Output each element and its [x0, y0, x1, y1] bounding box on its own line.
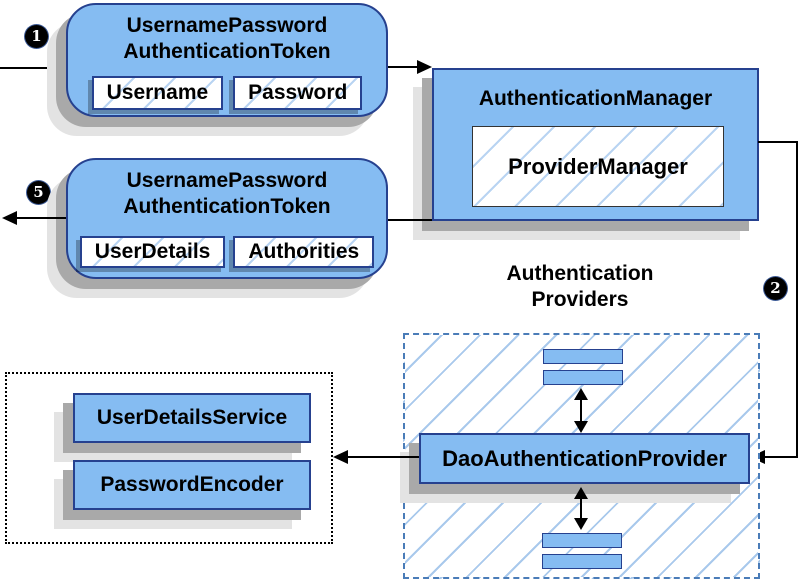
providers-group-label-line1: Authentication [506, 262, 654, 285]
dao-top-arrowhead-up [574, 388, 588, 400]
token-request-title-line2: AuthenticationToken [123, 40, 331, 63]
password-field-box: Password [233, 76, 363, 110]
dao-bottom-arrowhead-down [574, 518, 588, 530]
request-to-manager-arrowhead [417, 60, 432, 74]
userdetails-field-box: UserDetails [79, 236, 226, 268]
password-encoder-label: PasswordEncoder [100, 473, 284, 496]
token-response-title-line1: UsernamePassword [126, 169, 328, 192]
authorities-field-box: Authorities [233, 236, 375, 268]
provider-manager-box: ProviderManager [472, 126, 724, 207]
username-password-token-request-node: UsernamePassword AuthenticationToken Use… [66, 3, 388, 117]
request-to-manager-line [388, 66, 417, 68]
manager-to-dao-line-top [758, 141, 798, 143]
manager-to-dao-line-bottom [765, 456, 798, 458]
user-details-service-node: UserDetailsService [73, 393, 311, 443]
provider-placeholder-bar-top-2 [543, 370, 623, 385]
request-in-line [0, 67, 66, 69]
token-response-title-line2: AuthenticationToken [123, 195, 331, 218]
dao-to-collaborators-arrowhead [333, 450, 348, 464]
username-field-box: Username [91, 76, 224, 110]
dao-to-collaborators-line [348, 456, 419, 458]
step-1-badge: 1 [25, 25, 48, 48]
user-details-service-label: UserDetailsService [96, 406, 288, 429]
token-response-title: UsernamePassword AuthenticationToken [68, 160, 386, 220]
token-request-title: UsernamePassword AuthenticationToken [68, 5, 386, 65]
dao-bottom-double-arrow-line [580, 497, 582, 520]
provider-placeholder-bar-bottom-2 [542, 554, 622, 569]
dao-top-arrowhead-down [574, 421, 588, 433]
providers-group-label-line2: Providers [531, 288, 629, 311]
provider-placeholder-bar-bottom-1 [542, 533, 622, 548]
token-response-fields: UserDetails Authorities [68, 236, 386, 268]
step-2-badge: 2 [764, 277, 787, 300]
manager-to-dao-line-vertical [796, 141, 798, 458]
provider-manager-label: ProviderManager [508, 153, 688, 179]
dao-authentication-provider-node: DaoAuthenticationProvider [419, 433, 750, 484]
provider-placeholder-bar-top-1 [543, 349, 623, 364]
password-encoder-node: PasswordEncoder [73, 460, 311, 510]
dao-bottom-arrowhead-up [574, 487, 588, 499]
response-out-arrowhead [2, 211, 17, 225]
token-request-fields: Username Password [68, 76, 386, 110]
manager-to-response-line [386, 219, 432, 221]
dao-top-double-arrow-line [580, 398, 582, 423]
token-request-title-line1: UsernamePassword [126, 14, 328, 37]
dao-authentication-provider-label: DaoAuthenticationProvider [442, 445, 727, 471]
response-out-line [14, 217, 66, 219]
authentication-manager-title: AuthenticationManager [478, 87, 713, 110]
username-password-token-response-node: UsernamePassword AuthenticationToken Use… [66, 158, 388, 279]
step-5-badge: 5 [27, 181, 50, 204]
authentication-manager-node: AuthenticationManager ProviderManager [432, 68, 759, 221]
providers-group-label: Authentication Providers [455, 261, 705, 313]
